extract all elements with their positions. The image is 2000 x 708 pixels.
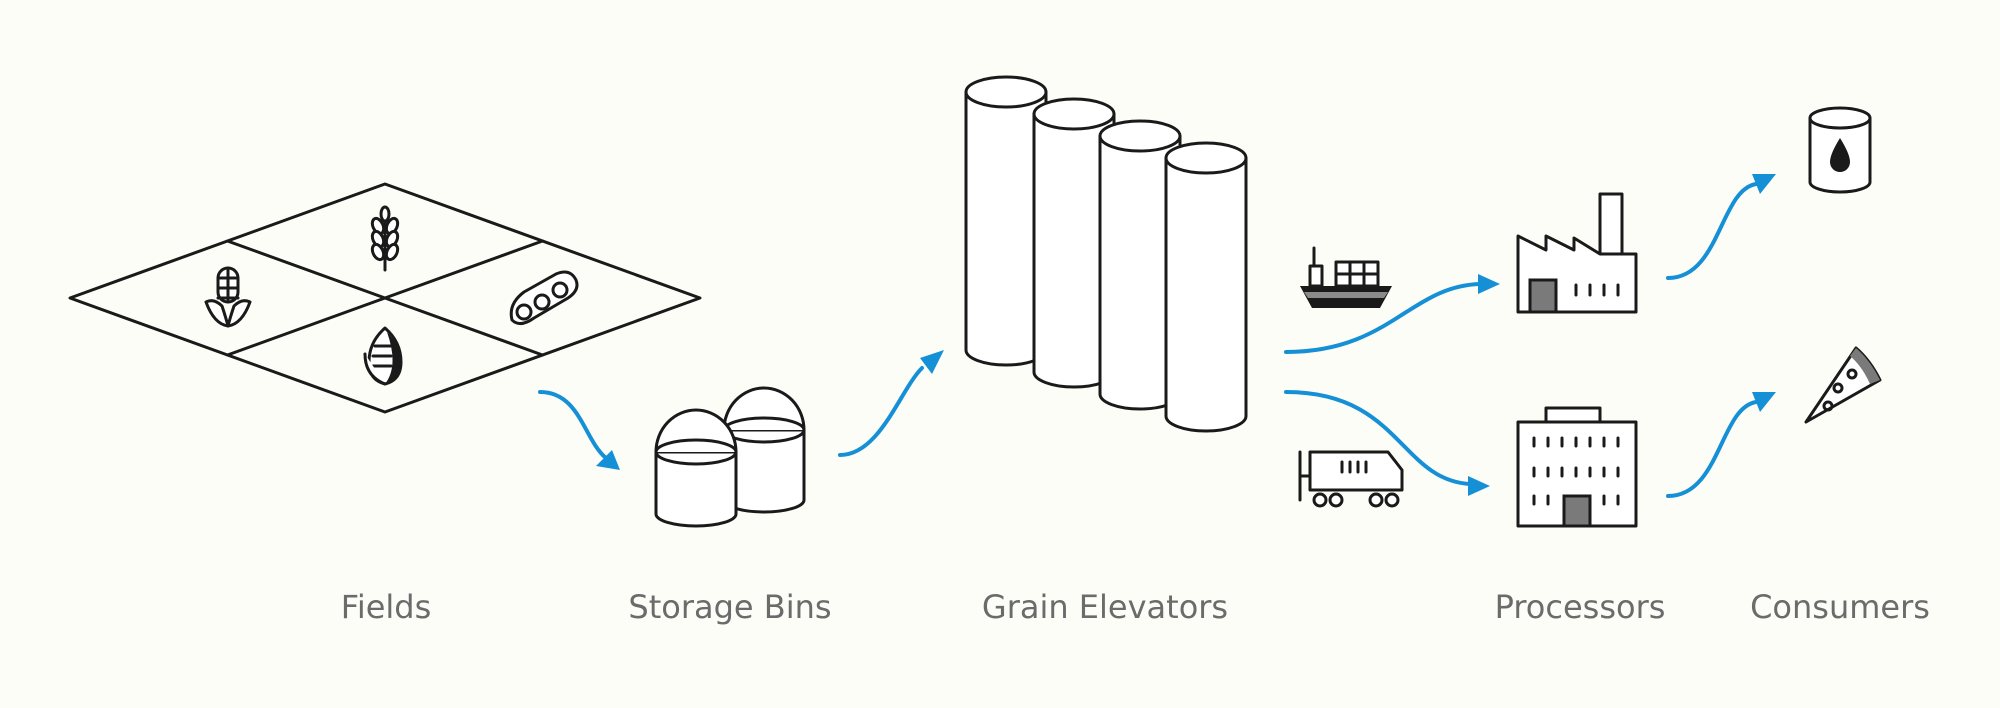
oil-drum-icon bbox=[1808, 106, 1872, 194]
pizza-slice-icon bbox=[1804, 346, 1882, 424]
stage-label-storage-bins: Storage Bins bbox=[628, 588, 832, 626]
flow-arrow-factory-to-oil bbox=[1666, 174, 1776, 280]
flow-arrow-office-to-pizza bbox=[1666, 392, 1776, 498]
grain-elevators-icon bbox=[964, 75, 1248, 433]
factory-icon bbox=[1516, 192, 1638, 314]
corn-icon bbox=[204, 266, 252, 328]
flow-arrow-elevators-to-factory bbox=[1284, 274, 1500, 354]
stage-label-fields: Fields bbox=[340, 588, 432, 626]
stage-label-processors: Processors bbox=[1494, 588, 1666, 626]
corn-husk-icon bbox=[363, 326, 403, 386]
storage-bins-icon bbox=[654, 386, 806, 528]
stage-label-grain-elevators: Grain Elevators bbox=[981, 588, 1229, 626]
field-grid bbox=[68, 182, 702, 414]
wheat-icon bbox=[370, 205, 400, 272]
soybean-icon bbox=[509, 270, 579, 325]
train-icon bbox=[1298, 450, 1404, 508]
flow-arrow-elevators-to-office bbox=[1284, 390, 1490, 496]
flow-arrow-bins-to-elevators bbox=[838, 350, 944, 457]
flow-arrow-fields-to-bins bbox=[538, 390, 620, 470]
cargo-ship-icon bbox=[1300, 246, 1392, 308]
office-building-icon bbox=[1516, 406, 1638, 528]
stage-label-consumers: Consumers bbox=[1750, 588, 1930, 626]
